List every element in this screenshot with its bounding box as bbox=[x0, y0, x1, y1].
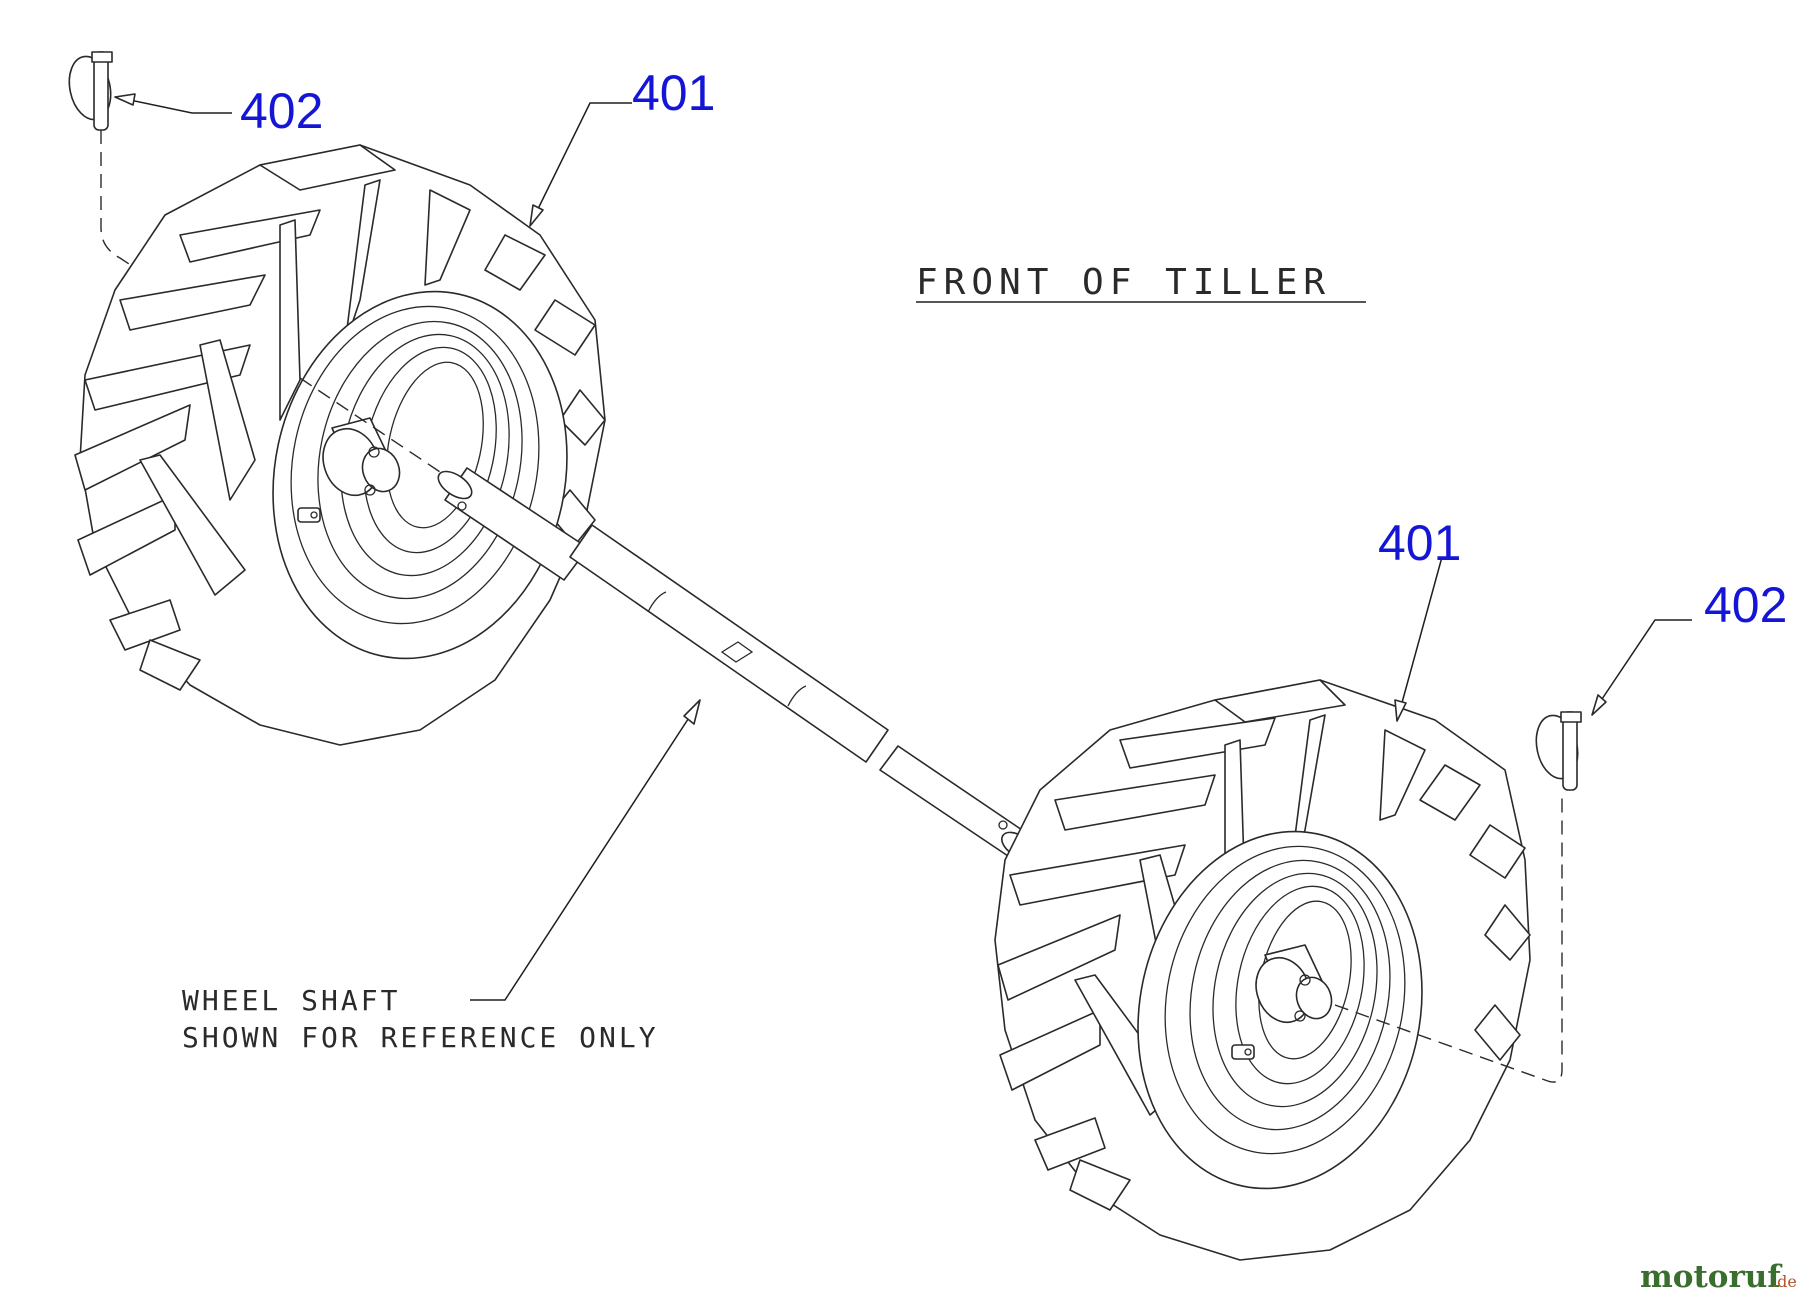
callout-401-right: 401 bbox=[1378, 515, 1461, 571]
left-tire-sidewall bbox=[272, 290, 568, 660]
right-wheel-rim bbox=[1164, 845, 1406, 1155]
left-wheel-leader-arrow bbox=[529, 204, 544, 227]
right-pin-leader-arrow bbox=[1591, 694, 1607, 716]
left-pin-axis-dashed-line bbox=[100, 130, 301, 379]
right-wheel-leader-arrow bbox=[1394, 699, 1407, 722]
callout-402-top-left: 402 bbox=[240, 83, 323, 139]
shaft-collar-1 bbox=[647, 591, 667, 613]
wheel-shaft-label: WHEEL SHAFT bbox=[182, 984, 400, 1017]
wheel-shaft[interactable] bbox=[434, 466, 1037, 863]
right-wheel-leader bbox=[1399, 556, 1443, 711]
shaft-pin-hole-far bbox=[998, 820, 1008, 830]
right-wheel[interactable] bbox=[994, 679, 1531, 1261]
left-valve-stem bbox=[297, 507, 321, 523]
shaft-near-end bbox=[437, 470, 473, 500]
wheel-shaft-leader-arrow bbox=[683, 699, 701, 725]
watermark-logo: motoruf .de bbox=[1640, 1259, 1797, 1295]
shaft-middle-section bbox=[569, 524, 889, 763]
watermark-suffix: .de bbox=[1772, 1272, 1797, 1291]
shaft-keyway bbox=[720, 641, 754, 663]
right-wheel-hub bbox=[1255, 944, 1333, 1024]
wheel-shaft-leader bbox=[470, 709, 695, 1001]
callout-401-top-left: 401 bbox=[632, 65, 715, 121]
right-lynch-pin[interactable] bbox=[1531, 711, 1583, 791]
wheel-shaft-reference-note: SHOWN FOR REFERENCE ONLY bbox=[182, 1021, 659, 1054]
left-lynch-pin[interactable] bbox=[64, 51, 116, 131]
left-wheel-leader bbox=[534, 102, 632, 216]
right-pin-leader bbox=[1597, 619, 1692, 706]
left-pin-leader bbox=[124, 98, 232, 114]
left-wheel-axis-dashed-line bbox=[299, 377, 453, 481]
right-pin-axis-dashed-line bbox=[1334, 795, 1563, 1083]
shaft-collar-2 bbox=[787, 685, 807, 707]
right-valve-stem bbox=[1231, 1044, 1255, 1060]
front-of-tiller-label: FRONT OF TILLER bbox=[916, 262, 1331, 303]
watermark-text: motoruf bbox=[1640, 1259, 1782, 1295]
left-wheel-hub bbox=[322, 417, 401, 497]
left-wheel[interactable] bbox=[74, 144, 606, 746]
left-pin-leader-arrow bbox=[114, 93, 136, 106]
callout-402-right: 402 bbox=[1704, 577, 1787, 633]
left-tire-tread bbox=[74, 144, 606, 691]
shaft-pin-hole-near bbox=[457, 501, 467, 511]
